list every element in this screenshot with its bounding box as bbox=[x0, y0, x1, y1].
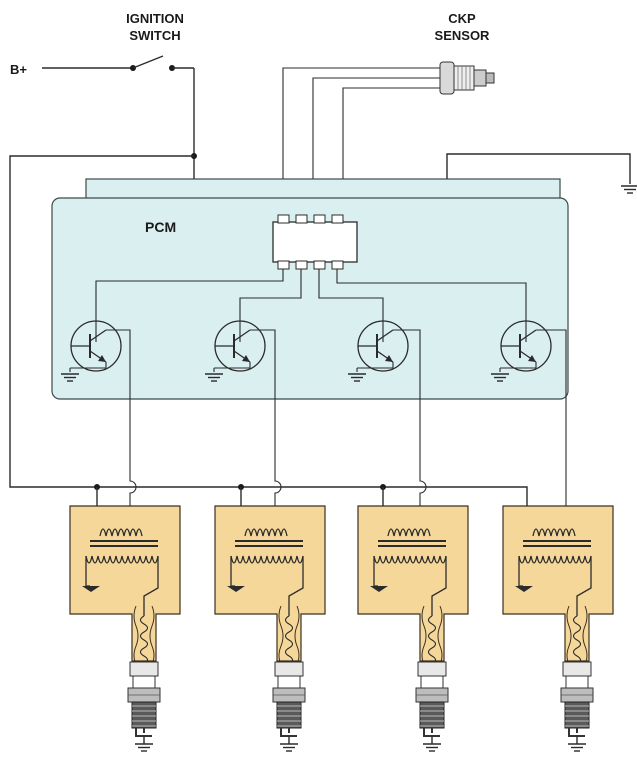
ignition-switch-label-line1: IGNITION bbox=[126, 11, 184, 26]
ckp-sensor bbox=[282, 61, 495, 180]
ignition-coil-4 bbox=[502, 505, 614, 665]
spark-plug-3 bbox=[415, 661, 449, 752]
driver-output-wires bbox=[95, 269, 527, 342]
driver-chip bbox=[272, 214, 358, 270]
transistor-3 bbox=[347, 320, 409, 382]
pcm-connector-strip bbox=[85, 178, 561, 200]
transistor-4 bbox=[490, 320, 552, 382]
b-plus-label: B+ bbox=[10, 62, 27, 77]
ckp-sensor-label-line1: CKP bbox=[448, 11, 476, 26]
pcm-ground-wire bbox=[446, 153, 637, 194]
coil-feed-wire bbox=[9, 155, 528, 512]
ignition-coil-1 bbox=[69, 505, 181, 665]
ignition-switch bbox=[42, 55, 197, 180]
transistor-2 bbox=[204, 320, 266, 382]
pcm-label: PCM bbox=[145, 219, 176, 235]
transistor-1 bbox=[60, 320, 122, 382]
ckp-sensor-label-line2: SENSOR bbox=[435, 28, 491, 43]
collector-wires bbox=[106, 329, 567, 512]
ignition-coil-3 bbox=[357, 505, 469, 665]
pcm-box bbox=[51, 197, 569, 400]
spark-plug-1 bbox=[127, 661, 161, 752]
spark-plug-4 bbox=[560, 661, 594, 752]
ignition-coil-2 bbox=[214, 505, 326, 665]
spark-plug-2 bbox=[272, 661, 306, 752]
ignition-switch-label-line2: SWITCH bbox=[129, 28, 180, 43]
